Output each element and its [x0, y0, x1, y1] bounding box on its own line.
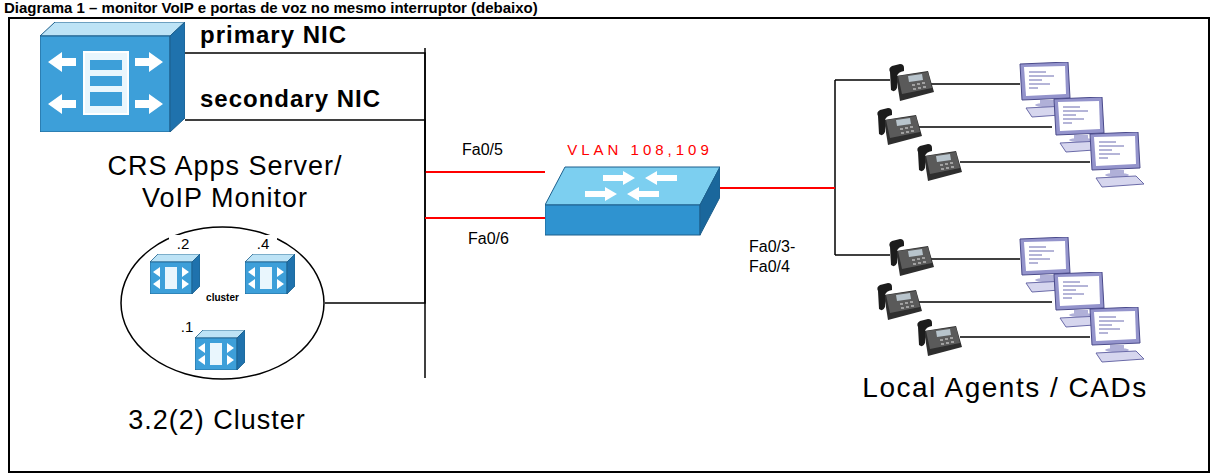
cluster-server-node: .4	[245, 254, 295, 294]
phone-pc-line	[928, 258, 1020, 260]
agent-wiring	[835, 80, 1090, 337]
node-title: 3.2(2) Cluster	[77, 404, 357, 436]
device-icon	[245, 254, 295, 294]
link-segment	[425, 217, 545, 219]
cluster-server-node: .1	[195, 330, 245, 370]
ip-phone-icon	[877, 108, 922, 145]
pc-icon	[1090, 307, 1144, 362]
link-segment	[325, 218, 425, 303]
phone-pc-line	[918, 301, 1052, 303]
diagram-title: Diagrama 1 – monitor VoIP e portas de vo…	[4, 0, 538, 16]
phone-pc-line	[918, 126, 1052, 128]
nic-label: secondary NIC	[200, 86, 420, 112]
phone-pc-line	[960, 161, 1090, 163]
device-symbol	[40, 22, 185, 132]
frame-border	[9, 18, 1209, 472]
port-label: Fa0/5	[462, 140, 522, 159]
port-label: Fa0/3- Fa0/4	[749, 237, 807, 277]
node-title: CRS Apps Server/ VoIP Monitor	[75, 150, 375, 214]
device-icon	[40, 22, 185, 132]
link-segment	[720, 187, 835, 189]
agent-branch-line	[835, 254, 890, 256]
agent-group: Local Agents / CADs	[835, 55, 1165, 370]
address-label: .2	[169, 235, 197, 252]
ip-phone-icon	[889, 64, 934, 101]
device-icon	[195, 330, 245, 370]
device-symbol	[545, 167, 720, 235]
pc-icon	[1090, 132, 1144, 187]
link-segment	[425, 217, 545, 219]
cluster-tag: cluster	[195, 292, 251, 304]
device-icon	[545, 165, 720, 237]
agent-branch-line	[835, 79, 890, 81]
cluster-ellipse: cluster3.2(2) Cluster.2.4.1	[120, 226, 325, 380]
phone-pc-line	[928, 83, 1020, 85]
vlan-label: VLAN 108,109	[530, 141, 750, 159]
ip-phone-icon	[917, 144, 962, 181]
ip-phone-icon	[877, 283, 922, 320]
ip-phone-icon	[917, 319, 962, 356]
port-label: Fa0/6	[468, 229, 528, 248]
address-label: .4	[249, 235, 277, 252]
network-link	[720, 188, 835, 189]
cluster-server-node: .2	[150, 254, 200, 294]
device-symbol	[150, 254, 200, 294]
phone-pc-line	[960, 336, 1090, 338]
ip-phone-icon	[889, 239, 934, 276]
agent-bus-line	[834, 80, 836, 255]
address-label: .1	[176, 318, 198, 335]
device-symbol	[245, 254, 295, 294]
device-symbol	[195, 330, 245, 370]
device-icon	[150, 254, 200, 294]
link-segment	[425, 171, 545, 173]
nic-label: primary NIC	[200, 22, 400, 48]
node-title: Local Agents / CADs	[825, 371, 1185, 405]
network-link	[325, 218, 545, 303]
server-node: CRS Apps Server/ VoIP Monitor	[40, 22, 185, 132]
switch-node: VLAN 108,109	[545, 165, 720, 237]
cluster-outline	[121, 227, 324, 379]
